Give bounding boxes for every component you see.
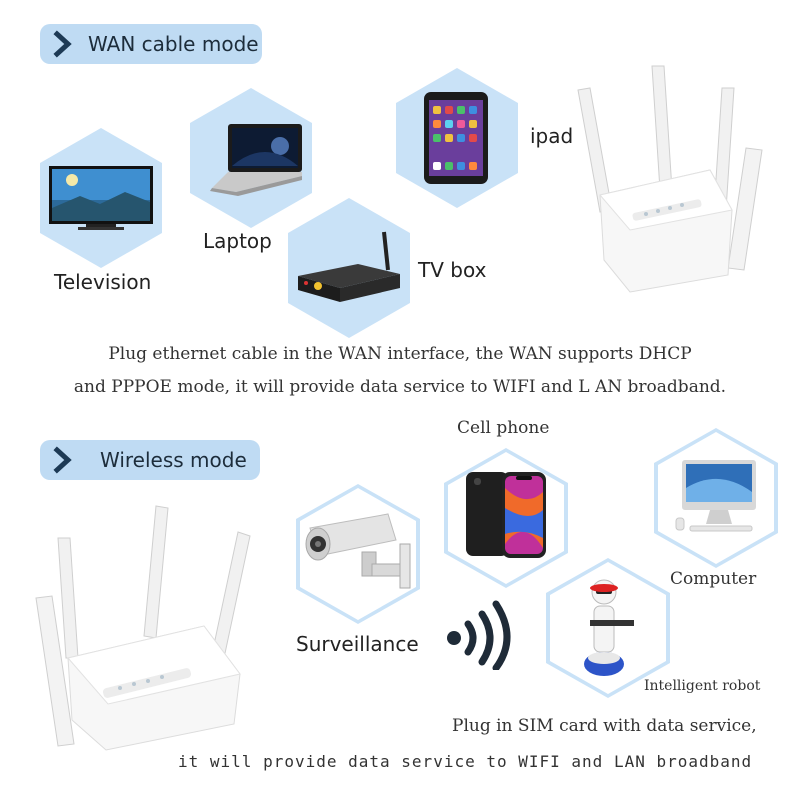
television-label: Television bbox=[54, 270, 152, 294]
wireless-mode-banner: Wireless mode bbox=[40, 440, 260, 480]
laptop-tile bbox=[190, 88, 312, 228]
television-tile bbox=[40, 128, 162, 268]
robot-label: Intelligent robot bbox=[644, 678, 761, 694]
chevron-right-icon bbox=[53, 30, 72, 58]
wireless-description-line-1: Plug in SIM card with data service, bbox=[452, 716, 757, 736]
ipad-label: ipad bbox=[530, 124, 574, 148]
router-image bbox=[35, 505, 251, 751]
cell-phone-label: Cell phone bbox=[457, 418, 550, 438]
surveillance-tile bbox=[296, 484, 420, 624]
tv-box-label: TV box bbox=[418, 258, 487, 282]
ipad-icon bbox=[424, 92, 488, 184]
wan-mode-title: WAN cable mode bbox=[88, 32, 259, 56]
cell-phone-icon bbox=[466, 472, 546, 558]
chevron-right-icon bbox=[53, 446, 72, 474]
wan-description-line-1: Plug ethernet cable in the WAN interface… bbox=[108, 344, 692, 364]
cell-phone-tile bbox=[444, 448, 568, 588]
wireless-mode-title: Wireless mode bbox=[100, 448, 247, 472]
surveillance-label: Surveillance bbox=[296, 632, 419, 656]
surveillance-camera-icon bbox=[305, 513, 411, 589]
laptop-label: Laptop bbox=[203, 229, 272, 253]
tv-box-icon bbox=[298, 231, 400, 302]
computer-tile bbox=[654, 428, 778, 568]
laptop-icon bbox=[210, 124, 302, 196]
router-image bbox=[577, 65, 763, 293]
wifi-signal-icon bbox=[447, 600, 511, 670]
tv-box-tile bbox=[288, 198, 410, 338]
robot-tile bbox=[546, 558, 670, 698]
robot-icon bbox=[584, 579, 634, 676]
computer-icon bbox=[675, 460, 756, 532]
wan-description-line-2: and PPPOE mode, it will provide data ser… bbox=[73, 377, 727, 397]
wan-mode-banner: WAN cable mode bbox=[40, 24, 262, 64]
wireless-description-line-2: it will provide data service to WIFI and… bbox=[178, 752, 753, 771]
ipad-tile bbox=[396, 68, 518, 208]
television-icon bbox=[49, 166, 153, 230]
computer-label: Computer bbox=[670, 569, 757, 589]
